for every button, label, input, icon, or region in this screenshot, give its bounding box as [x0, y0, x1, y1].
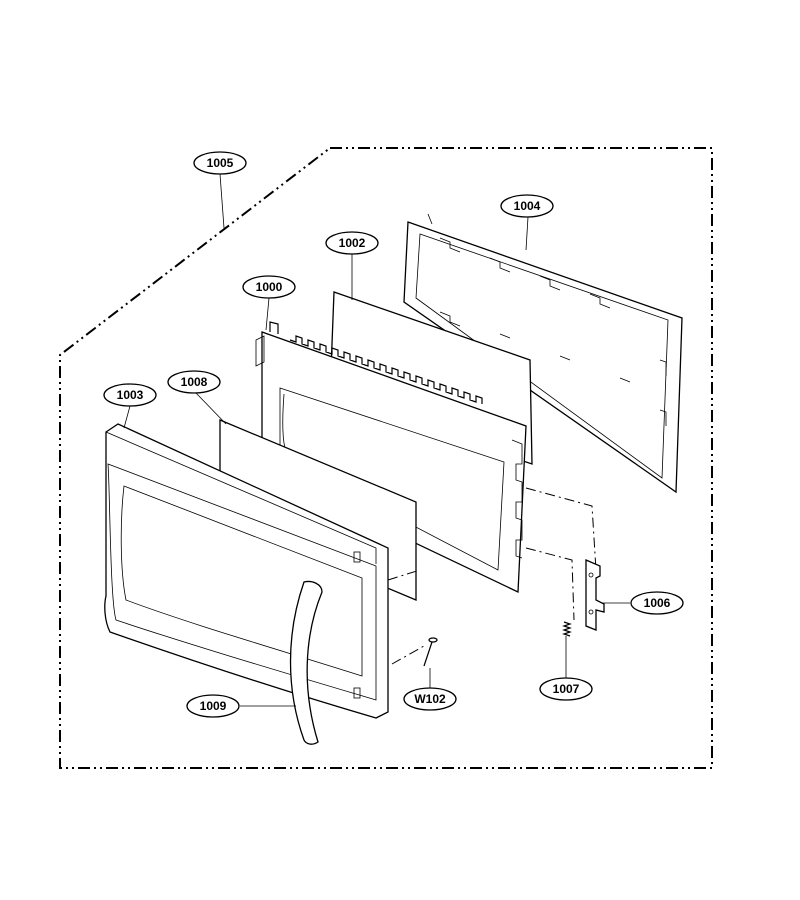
- part-1003-front-door: [104, 423, 389, 719]
- callout-1000: 1000: [242, 275, 296, 299]
- callout-1005: 1005: [193, 151, 247, 175]
- part-1000-door-frame: [255, 321, 527, 594]
- callout-1009: 1009: [186, 694, 240, 718]
- callout-1006: 1006: [630, 591, 684, 615]
- assembly-boundary: [59, 147, 713, 769]
- callout-1004: 1004: [500, 194, 554, 218]
- callout-label: 1003: [117, 388, 144, 402]
- part-1006-latch: [585, 559, 605, 631]
- callout-label: 1005: [207, 156, 234, 170]
- callout-label: 1000: [256, 280, 283, 294]
- callout-1008: 1008: [167, 370, 221, 394]
- assembly-guide-lines: [387, 487, 597, 665]
- callout-label: W102: [414, 692, 446, 706]
- callout-1002: 1002: [325, 231, 379, 255]
- callout-1003: 1003: [103, 383, 157, 407]
- callout-label: 1002: [339, 236, 366, 250]
- leader-lines: [123, 173, 630, 707]
- callout-label: 1009: [200, 699, 227, 713]
- callout-label: 1006: [644, 596, 671, 610]
- part-1007-spring: [562, 621, 572, 637]
- part-1009-handle: [289, 580, 323, 745]
- callout-label: 1007: [553, 682, 580, 696]
- part-1004-choke-frame: [403, 213, 683, 494]
- callout-label: 1004: [514, 199, 541, 213]
- callout-W102: W102: [403, 687, 457, 711]
- callout-1007: 1007: [539, 677, 593, 701]
- part-W102-screw: [423, 637, 438, 667]
- callout-label: 1008: [181, 375, 208, 389]
